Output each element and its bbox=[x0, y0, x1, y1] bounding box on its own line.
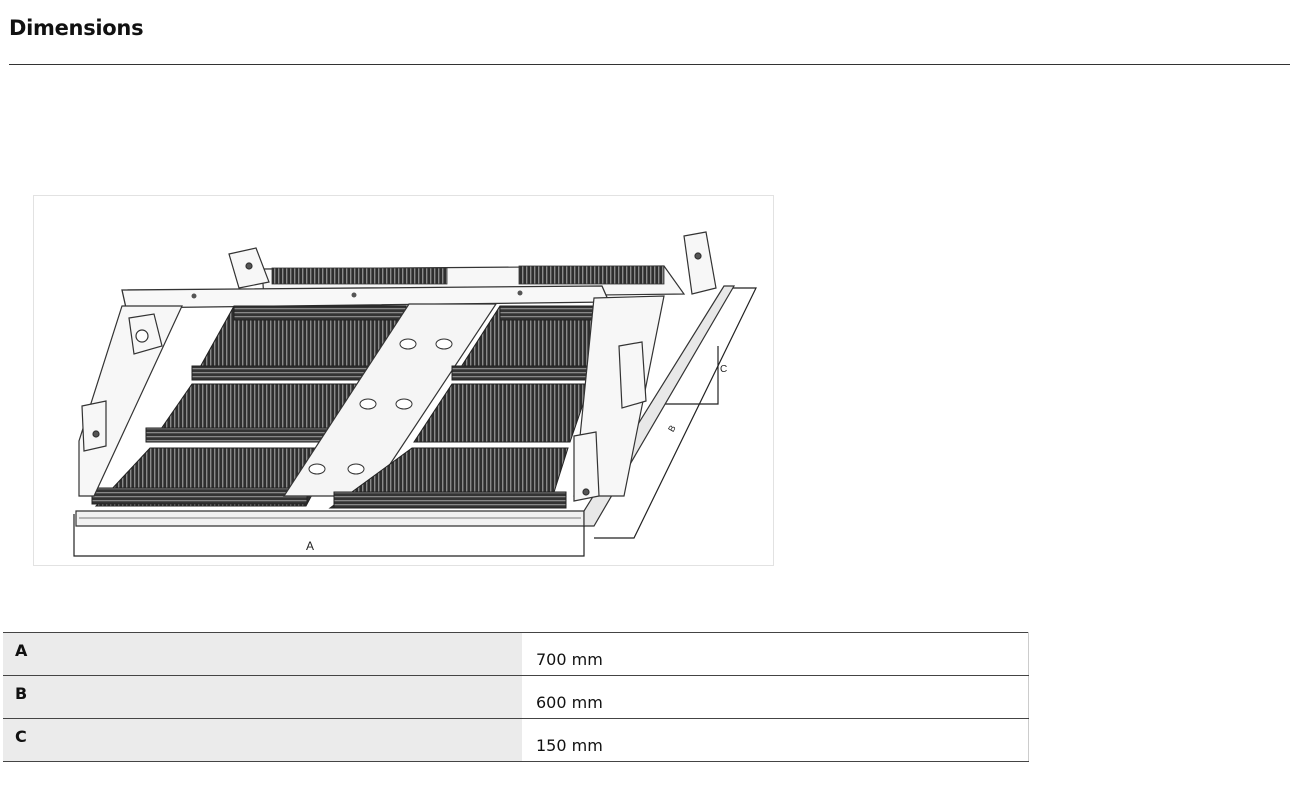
dimension-c-label: C bbox=[720, 364, 727, 375]
dimensions-table: A 700 mm B 600 mm C 150 mm bbox=[3, 632, 1029, 762]
dimension-c-line bbox=[662, 346, 719, 405]
center-plate bbox=[282, 303, 498, 497]
left-bracket bbox=[78, 247, 270, 497]
table-row: C 150 mm bbox=[3, 718, 1029, 762]
table-row: B 600 mm bbox=[3, 675, 1029, 719]
heatsink-right bbox=[328, 305, 615, 509]
heatsink-left bbox=[91, 305, 407, 507]
dimension-a-label: A bbox=[306, 539, 314, 553]
heading-divider bbox=[9, 64, 1290, 65]
product-drawing: A B C bbox=[33, 195, 774, 566]
dimension-key: A bbox=[3, 632, 522, 676]
table-row: A 700 mm bbox=[3, 632, 1029, 676]
dimension-key: C bbox=[3, 718, 522, 762]
dimension-value: 600 mm bbox=[522, 675, 1029, 719]
right-bracket bbox=[573, 231, 717, 502]
dimension-value: 150 mm bbox=[522, 718, 1029, 762]
page-title: Dimensions bbox=[9, 16, 144, 40]
dimension-a-line bbox=[73, 514, 585, 557]
technical-drawing-svg: A B C bbox=[73, 231, 757, 557]
dimension-value: 700 mm bbox=[522, 632, 1029, 676]
dimension-b-label: B bbox=[666, 423, 678, 433]
dimension-key: B bbox=[3, 675, 522, 719]
dimension-b-line bbox=[594, 287, 757, 539]
